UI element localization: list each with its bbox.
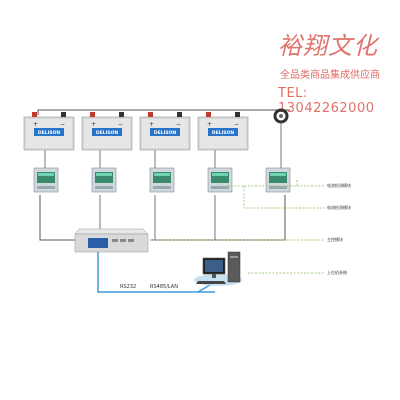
minus-icon: − <box>118 121 123 128</box>
plus-icon: + <box>207 121 212 128</box>
plus-icon: + <box>149 121 154 128</box>
label-rs232: RS232 <box>120 284 137 290</box>
label-pc-system: 上位机系统 <box>327 270 347 275</box>
label-host-module: 主控模块 <box>327 237 343 242</box>
minus-icon: − <box>60 121 65 128</box>
watermark-logo: 裕翔文化 <box>278 32 378 60</box>
monitor-module-1 <box>33 167 59 193</box>
battery-4: DELISON+ − <box>197 112 249 151</box>
watermark-phone: TEL: 13042262000 <box>278 86 375 116</box>
plus-icon: + <box>91 121 96 128</box>
battery-brand-label: DELISON <box>212 130 234 136</box>
battery-2: DELISON+ − <box>81 112 133 151</box>
monitor-module-4 <box>207 167 233 193</box>
battery-3: DELISON+ − <box>139 112 191 151</box>
battery-1: DELISON+ − <box>23 112 75 151</box>
plus-icon: + <box>33 121 38 128</box>
computer-icon <box>194 251 242 286</box>
label-rs485: RS485/LAN <box>150 284 178 290</box>
label-current-module: 电流检测模块 <box>327 205 351 210</box>
host-controller <box>74 228 149 253</box>
label-battery-module: 电池检测模块 <box>327 183 351 188</box>
current-sensor-icon <box>273 108 289 124</box>
battery-brand-label: DELISON <box>154 130 176 136</box>
battery-brand-label: DELISON <box>38 130 60 136</box>
battery-brand-label: DELISON <box>96 130 118 136</box>
minus-icon: − <box>176 121 181 128</box>
monitor-module-5 <box>265 167 291 193</box>
monitor-module-2 <box>91 167 117 193</box>
monitor-module-3 <box>149 167 175 193</box>
watermark-tagline: 全品类商品集成供应商 <box>280 70 380 81</box>
minus-icon: − <box>234 121 239 128</box>
